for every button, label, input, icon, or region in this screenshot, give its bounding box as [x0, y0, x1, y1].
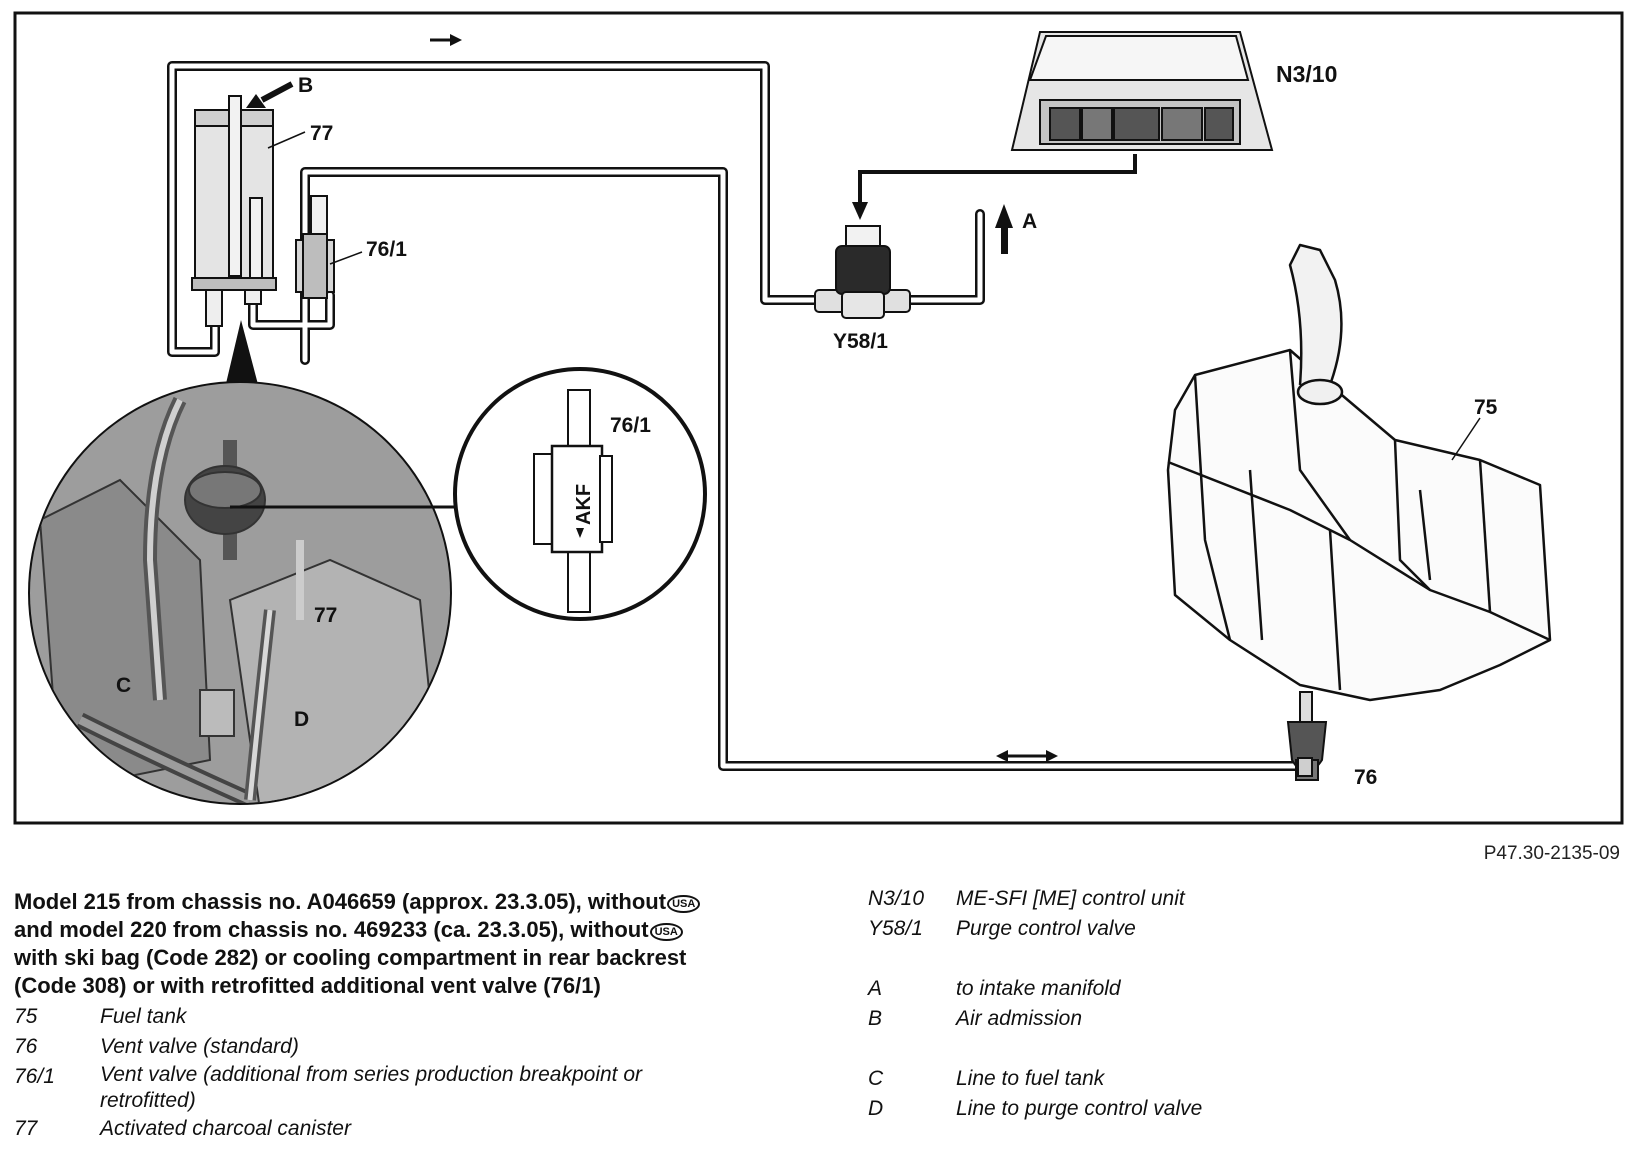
figure-code: P47.30-2135-09: [1483, 843, 1620, 864]
detail-photo-inset: [28, 381, 460, 805]
inset-label-c: C: [116, 674, 131, 697]
legend-code: 77: [14, 1117, 38, 1140]
legend-code: D: [868, 1097, 884, 1120]
evap-system-diagram: N3/10 B 77 76/1 A Y58/1 75 76 76/1 77 C …: [13, 11, 1624, 825]
legend-code: C: [868, 1067, 884, 1090]
vent-valve-76-1: [295, 195, 335, 299]
inset-label-d: D: [294, 708, 309, 731]
caption-line-1: Model 215 from chassis no. A046659 (appr…: [14, 889, 667, 914]
legend-desc: Purge control valve: [956, 917, 1136, 940]
inset-label-77: 77: [314, 604, 337, 627]
legend-code: 76: [14, 1035, 38, 1058]
legend-desc: to intake manifold: [956, 977, 1121, 1000]
legend-code: N3/10: [868, 887, 925, 910]
legend-item: 77 Activated charcoal canister: [14, 1114, 734, 1144]
akf-flow-arrow-icon: [576, 528, 584, 538]
fuel-tank-75: [1166, 243, 1552, 702]
legend-code: A: [868, 977, 883, 1000]
label-76: 76: [1354, 766, 1377, 789]
inset-label-76-1: 76/1: [610, 414, 651, 437]
legend-item: N3/10 ME-SFI [ME] control unit: [868, 884, 1468, 914]
label-77: 77: [310, 122, 333, 145]
legend-desc: Line to purge control valve: [956, 1097, 1203, 1120]
inset-pointer: [224, 320, 260, 392]
legend-desc: Fuel tank: [100, 1005, 187, 1028]
usa-badge-icon: USA: [649, 923, 683, 941]
legend-desc: Line to fuel tank: [956, 1067, 1105, 1090]
label-b: B: [298, 74, 313, 97]
legend-item: A to intake manifold: [868, 974, 1468, 1004]
arrow-a: [995, 204, 1013, 254]
caption-title: Model 215 from chassis no. A046659 (appr…: [14, 888, 804, 1000]
legend-desc: Vent valve (additional from series produ…: [100, 1063, 643, 1112]
legend-desc: Activated charcoal canister: [100, 1117, 351, 1140]
caption-line-3: with ski bag (Code 282) or cooling compa…: [14, 945, 687, 970]
arrow-b: [246, 81, 294, 108]
legend-spacer: [868, 1034, 1468, 1064]
label-a: A: [1022, 210, 1037, 233]
control-wire-arrow: [852, 202, 868, 220]
legend-desc: Vent valve (standard): [100, 1035, 299, 1058]
legend-item: Y58/1 Purge control valve: [868, 914, 1468, 944]
label-n3-10: N3/10: [1276, 61, 1337, 87]
control-wire: [858, 154, 1137, 204]
legend-right: N3/10 ME-SFI [ME] control unit Y58/1 Pur…: [868, 884, 1468, 1124]
akf-label: AKF: [573, 484, 595, 525]
caption: Model 215 from chassis no. A046659 (appr…: [14, 888, 804, 1004]
legend-item: C Line to fuel tank: [868, 1064, 1468, 1094]
usa-badge-icon: USA: [667, 895, 701, 913]
charcoal-canister-77: [191, 95, 277, 327]
flow-arrow-bidirectional: [996, 750, 1058, 762]
legend-spacer: [868, 944, 1468, 974]
legend-code: 75: [14, 1005, 38, 1028]
legend-item: 75 Fuel tank: [14, 1002, 734, 1032]
legend-code: 76/1: [14, 1065, 55, 1088]
akf-detail-circle: [453, 367, 707, 621]
label-y58-1: Y58/1: [833, 330, 888, 353]
purge-control-valve-y58-1: [814, 225, 911, 319]
legend-code: Y58/1: [868, 917, 923, 940]
vent-valve-76: [1286, 691, 1328, 781]
caption-line-2: and model 220 from chassis no. 469233 (c…: [14, 917, 649, 942]
flow-arrow-top: [430, 34, 462, 46]
legend-item: 76/1 Vent valve (additional from series …: [14, 1062, 734, 1114]
legend-desc: ME-SFI [ME] control unit: [956, 887, 1185, 910]
legend-item: B Air admission: [868, 1004, 1468, 1034]
caption-line-4: (Code 308) or with retrofitted additiona…: [14, 973, 601, 998]
legend-left: 75 Fuel tank 76 Vent valve (standard) 76…: [14, 1002, 734, 1144]
legend-code: B: [868, 1007, 883, 1030]
label-75: 75: [1474, 396, 1498, 419]
legend-item: 76 Vent valve (standard): [14, 1032, 734, 1062]
legend-desc: Air admission: [956, 1007, 1083, 1030]
legend-item: D Line to purge control valve: [868, 1094, 1468, 1124]
label-76-1: 76/1: [366, 238, 407, 261]
control-unit-n3-10: [1010, 31, 1274, 151]
